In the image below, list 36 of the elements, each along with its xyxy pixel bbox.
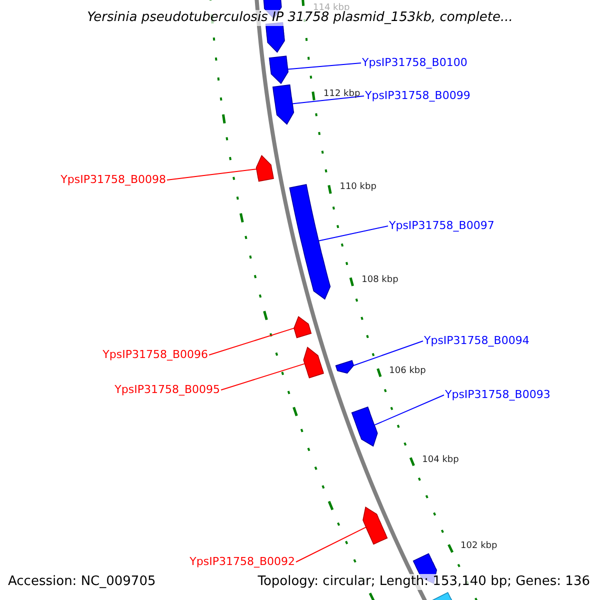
gene-block: [335, 360, 354, 374]
gene-label: YpsIP31758_B0094: [424, 334, 530, 348]
gene-block: [432, 592, 454, 600]
gene-label: YpsIP31758_B0092: [190, 555, 295, 569]
leader-line: [208, 328, 294, 356]
leader-line: [287, 62, 362, 70]
leader-line: [296, 526, 366, 562]
leader-line: [318, 226, 388, 242]
gene-block: [303, 346, 324, 378]
leader-line: [374, 394, 444, 426]
gene-label: YpsIP31758_B0100: [362, 56, 468, 70]
gene-block: [268, 56, 288, 84]
gene-block: [351, 406, 378, 447]
scale-label: 110 kbp: [340, 181, 376, 194]
leader-line: [220, 363, 306, 390]
leader-line: [166, 168, 257, 180]
scale-label: 104 kbp: [422, 454, 459, 467]
gene-block: [289, 184, 331, 300]
gene-label: YpsIP31758_B0096: [102, 348, 208, 362]
gene-block: [362, 506, 388, 545]
gene-label: YpsIP31758_B0098: [60, 173, 166, 187]
scale-label: 108 kbp: [362, 274, 398, 287]
gene-block: [272, 84, 294, 125]
accession-text: Accession: NC_009705: [8, 574, 156, 590]
scale-label: 102 kbp: [460, 540, 498, 554]
summary-text: Topology: circular; Length: 153,140 bp; Genes: 136: [258, 574, 590, 590]
leader-line: [353, 340, 424, 366]
gene-label: YpsIP31758_B0097: [389, 219, 494, 233]
scale-label: 106 kbp: [389, 364, 426, 378]
gene-block: [294, 316, 312, 338]
leader-line: [292, 96, 364, 104]
gene-label: YpsIP31758_B0099: [365, 89, 470, 103]
scale-label: 112 kbp: [324, 88, 360, 101]
gene-block: [256, 154, 274, 182]
gene-label: YpsIP31758_B0093: [445, 388, 550, 402]
gene-label: YpsIP31758_B0095: [114, 383, 220, 397]
